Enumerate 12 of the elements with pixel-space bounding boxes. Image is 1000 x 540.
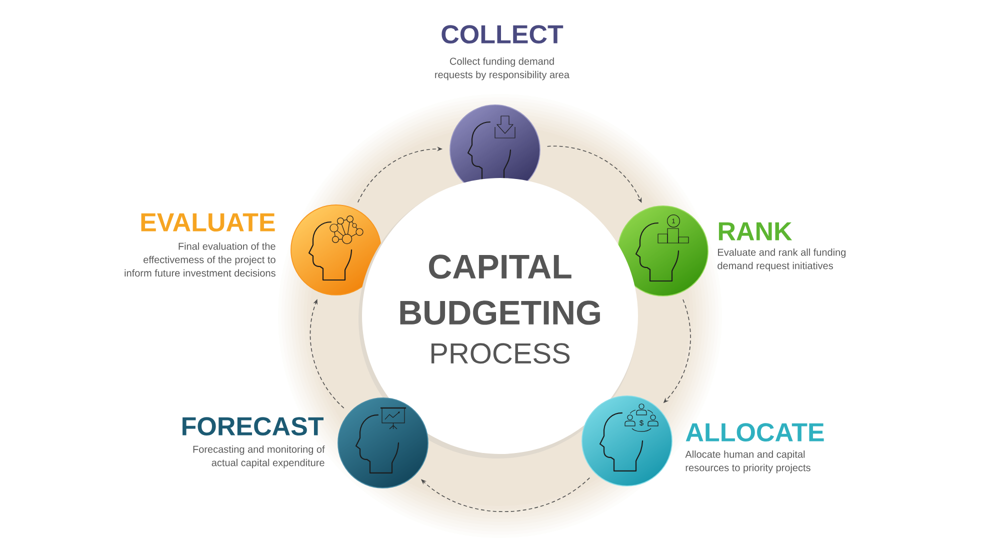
step-heading: FORECAST bbox=[182, 417, 324, 436]
step-heading: ALLOCATE bbox=[686, 423, 824, 442]
step-description: Final evaluation of the effectivemess of the project to inform future investment decisions bbox=[124, 242, 276, 277]
step-description: Evaluate and rank all funding demand request initiatives bbox=[718, 248, 846, 272]
step-heading: COLLECT bbox=[442, 25, 564, 44]
step-description: Collect funding demand requests by responsibility area bbox=[435, 58, 570, 80]
step-description: Allocate human and capital resources to priority projects bbox=[685, 450, 810, 474]
step-description: Forecasting and monitoring of actual capital expenditure bbox=[193, 445, 325, 468]
step-heading: RANK bbox=[718, 222, 792, 240]
center-subheading: PROCESS bbox=[431, 343, 570, 364]
step-heading: EVALUATE bbox=[141, 213, 275, 232]
center-heading: CAPITAL BUDGETING bbox=[400, 254, 600, 325]
